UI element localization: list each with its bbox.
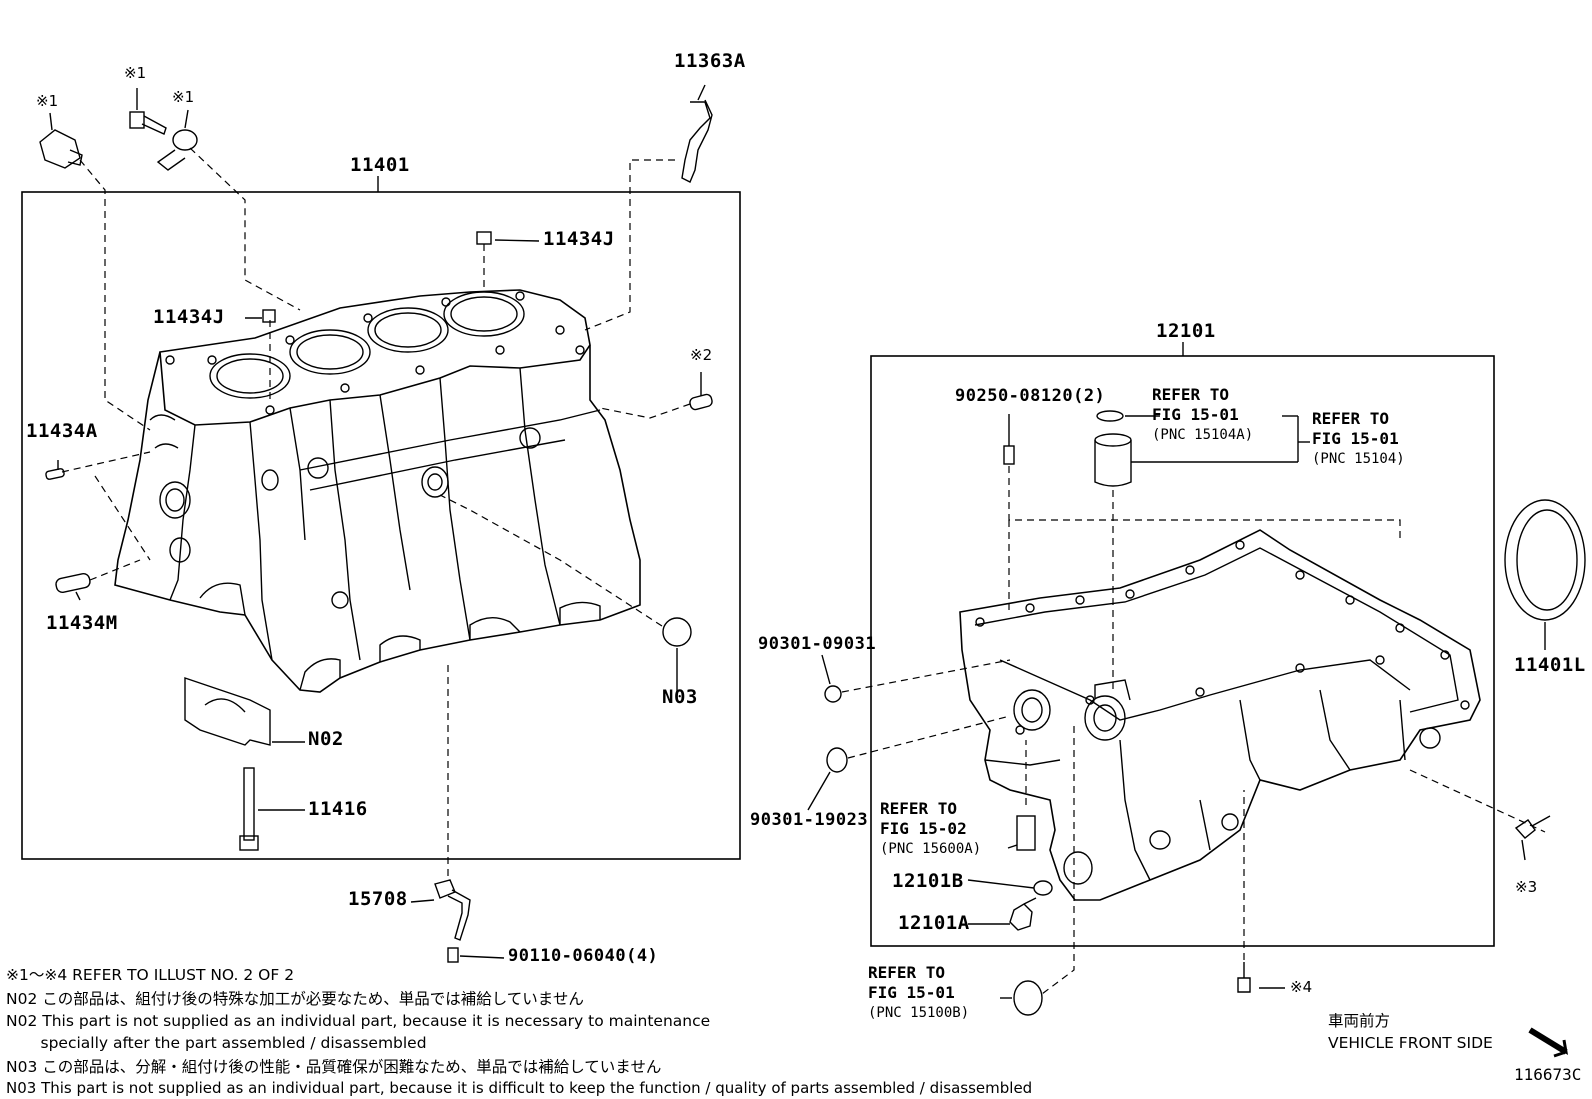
cylinder-block-illustration <box>114 289 641 693</box>
pin-2 <box>689 393 713 411</box>
mark-1-sensor: ※1 <box>36 92 59 110</box>
oring-15100B <box>1013 980 1043 1016</box>
mark-1-bolt: ※1 <box>124 64 147 82</box>
front-label-en: VEHICLE FRONT SIDE <box>1328 1034 1493 1052</box>
mark-1-sensor2: ※1 <box>172 88 195 106</box>
ref-15600A-line1: REFER TO <box>880 799 958 818</box>
note-N03-jp: N03 この部品は、分解・組付け後の性能・品質確保が困難なため、単品では補給して… <box>6 1058 662 1076</box>
label-11434J-top: 11434J <box>543 228 615 250</box>
label-N02: N02 <box>308 728 344 750</box>
pin-11434A <box>45 468 65 480</box>
front-label-jp: 車両前方 <box>1328 1012 1391 1030</box>
mark-2: ※2 <box>690 346 713 364</box>
plug-12101A <box>1009 897 1037 931</box>
dowel-11434J-top <box>476 231 492 245</box>
mark-3: ※3 <box>1515 878 1538 896</box>
ref-15104A-line3: (PNC 15104A) <box>1152 426 1254 443</box>
block-frame <box>21 191 741 860</box>
ref-15600A-line3: (PNC 15600A) <box>880 840 982 857</box>
bolt-part-1 <box>129 111 167 135</box>
note-N02-en-cont: specially after the part assembled / dis… <box>6 1034 427 1052</box>
ref-15100B-line2: FIG 15-01 <box>868 983 955 1003</box>
note-N03-en: N03 This part is not supplied as an indi… <box>6 1079 1033 1097</box>
label-12101: 12101 <box>1156 320 1216 342</box>
label-90301-09031: 90301-09031 <box>758 634 877 654</box>
label-12101A: 12101A <box>898 912 970 934</box>
oring-15104A <box>1096 410 1124 422</box>
bolt-4 <box>1237 962 1251 993</box>
label-11401L: 11401L <box>1514 654 1586 676</box>
cap-N02 <box>184 677 271 746</box>
label-15708: 15708 <box>348 888 408 910</box>
ref-15104-line3: (PNC 15104) <box>1312 450 1405 467</box>
seal-11401L <box>1504 499 1586 621</box>
bolt-11416 <box>239 767 259 851</box>
label-11434M: 11434M <box>46 612 118 634</box>
pipe-15708 <box>434 879 471 941</box>
label-90250-08120: 90250-08120(2) <box>955 386 1106 406</box>
dowel-90250 <box>1003 445 1015 465</box>
ref-15100B: REFER TO FIG 15-01 (PNC 15100B) <box>868 963 970 1021</box>
washer-90301-09031 <box>824 685 842 703</box>
label-12101B: 12101B <box>892 870 964 892</box>
label-90110-06040: 90110-06040(4) <box>508 946 659 966</box>
ref-15600A: REFER TO FIG 15-02 (PNC 15600A) <box>880 799 982 857</box>
label-11434A: 11434A <box>26 420 98 442</box>
ref-15600A-line2: FIG 15-02 <box>880 819 967 839</box>
bracket-11363A <box>681 99 713 183</box>
note-N02-en: N02 This part is not supplied as an indi… <box>6 1012 711 1030</box>
note-refer-illust: ※1～※4 REFER TO ILLUST NO. 2 OF 2 <box>6 966 295 984</box>
filter-15600A <box>1016 815 1036 851</box>
ref-15100B-line3: (PNC 15100B) <box>868 1004 970 1021</box>
plug-N03 <box>662 617 692 647</box>
gasket-12101B <box>1033 880 1053 896</box>
note-N02-jp: N02 この部品は、組付け後の特殊な加工が必要なため、単品では補給していません <box>6 990 584 1008</box>
sensor-part-2 <box>156 129 198 171</box>
ref-15104-line2: FIG 15-01 <box>1312 429 1399 449</box>
ref-15100B-line1: REFER TO <box>868 963 946 982</box>
label-11363A: 11363A <box>674 50 746 72</box>
label-11434J-left: 11434J <box>153 306 225 328</box>
ref-15104-line1: REFER TO <box>1312 409 1390 428</box>
dowel-11434J-left <box>262 309 276 323</box>
strainer-15104 <box>1094 433 1132 487</box>
sensor-part-1 <box>39 129 83 169</box>
ref-15104A-line1: REFER TO <box>1152 385 1230 404</box>
oil-pan-illustration <box>959 529 1481 901</box>
oring-90301-19023 <box>826 747 848 773</box>
label-11416: 11416 <box>308 798 368 820</box>
ref-15104A: REFER TO FIG 15-01 (PNC 15104A) <box>1152 385 1254 443</box>
bolt-90110 <box>447 947 459 963</box>
ref-15104A-line2: FIG 15-01 <box>1152 405 1239 425</box>
illustration-id: 116673C <box>1514 1065 1582 1084</box>
label-90301-19023: 90301-19023 <box>750 810 869 830</box>
ref-15104: REFER TO FIG 15-01 (PNC 15104) <box>1312 409 1405 467</box>
pin-11434M <box>55 573 91 593</box>
label-N03: N03 <box>662 686 698 708</box>
mark-4: ※4 <box>1290 978 1313 996</box>
label-11401: 11401 <box>350 154 410 176</box>
